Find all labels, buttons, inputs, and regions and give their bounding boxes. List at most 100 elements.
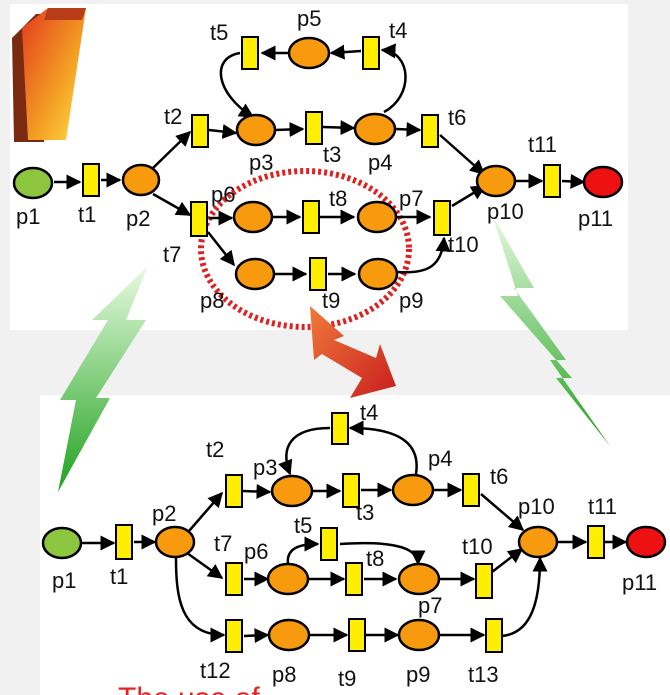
top-place-p3 xyxy=(235,113,277,147)
bottom-transition-t7 xyxy=(225,562,243,596)
bottom-place-p3 xyxy=(270,474,314,508)
bottom-place-p6 xyxy=(266,562,310,596)
bottom-transition-t2 xyxy=(225,474,243,508)
bottom-transition-t8 xyxy=(345,562,363,596)
bottom-transitions xyxy=(115,412,605,653)
top-transition-t2 xyxy=(191,114,209,148)
top-place-p10 xyxy=(475,164,517,198)
green-arrow-right xyxy=(492,214,610,446)
bottom-transition-t6 xyxy=(462,473,480,507)
bottom-labels: p1 t1 p2 t2 p3 t4 p4 t6 t3 p10 t11 p11 t… xyxy=(52,400,657,691)
top-place-p4 xyxy=(353,112,397,146)
bottom-place-p9 xyxy=(397,618,441,652)
top-transition-t10 xyxy=(433,200,451,236)
bottom-place-p10 xyxy=(517,525,559,559)
bottom-label-p1: p1 xyxy=(52,568,76,593)
bottom-label-t7: t7 xyxy=(214,531,232,556)
bottom-label-t6: t6 xyxy=(490,464,508,489)
bottom-transition-t3 xyxy=(342,473,360,508)
bottom-label-t2: t2 xyxy=(206,437,224,462)
top-transition-t3 xyxy=(305,111,323,145)
bottom-label-t11: t11 xyxy=(588,494,617,519)
top-transition-t8 xyxy=(302,200,320,234)
bottom-label-t10: t10 xyxy=(462,534,493,559)
top-transitions xyxy=(82,36,561,291)
top-label-p1: p1 xyxy=(16,204,40,229)
top-transition-t6 xyxy=(421,114,439,148)
bottom-label-p9: p9 xyxy=(406,662,430,687)
top-label-t4: t4 xyxy=(389,18,407,43)
top-transition-t11 xyxy=(543,164,561,198)
green-arrow-left xyxy=(58,266,148,492)
bottom-place-p1 xyxy=(41,526,83,560)
bottom-place-p11 xyxy=(625,525,667,559)
bottom-transition-t11 xyxy=(587,525,605,559)
caption-text: The use of xyxy=(118,682,260,695)
top-transition-t9 xyxy=(309,257,327,291)
top-label-t1: t1 xyxy=(78,202,96,227)
bottom-transition-t4 xyxy=(331,412,349,445)
bottom-label-p6: p6 xyxy=(244,539,268,564)
bottom-label-t8: t8 xyxy=(366,546,384,571)
top-place-p5 xyxy=(287,36,331,70)
top-label-p4: p4 xyxy=(368,150,392,175)
bottom-label-p3: p3 xyxy=(253,455,277,480)
bottom-label-p2: p2 xyxy=(152,501,176,526)
top-label-t9: t9 xyxy=(322,288,340,313)
top-transition-t4 xyxy=(362,36,380,70)
top-place-p8 xyxy=(234,257,276,291)
top-transition-t1 xyxy=(82,163,100,197)
bottom-transition-t13 xyxy=(485,618,503,653)
top-label-t10: t10 xyxy=(448,232,479,257)
top-label-p10: p10 xyxy=(487,199,524,224)
bottom-transition-t9 xyxy=(348,618,366,652)
bottom-label-p8: p8 xyxy=(272,662,296,687)
top-label-p8: p8 xyxy=(200,288,224,313)
bottom-place-p4 xyxy=(391,473,435,507)
top-place-p7 xyxy=(356,200,398,234)
top-label-t2: t2 xyxy=(164,104,182,129)
top-arcs xyxy=(54,43,586,282)
top-transition-t7 xyxy=(190,201,208,237)
highlight-ring xyxy=(198,168,412,330)
bottom-label-t13: t13 xyxy=(468,662,499,687)
bottom-label-t3: t3 xyxy=(356,500,374,525)
top-label-p2: p2 xyxy=(126,206,150,231)
top-place-p11 xyxy=(582,165,624,199)
bottom-label-t12: t12 xyxy=(200,658,231,683)
bottom-transition-t10 xyxy=(475,563,493,599)
top-label-p11: p11 xyxy=(578,206,613,231)
bottom-transition-t5 xyxy=(320,527,338,561)
bottom-transition-t12 xyxy=(225,619,243,653)
bottom-arcs xyxy=(81,420,628,644)
bottom-place-p7 xyxy=(397,562,441,596)
bottom-label-p10: p10 xyxy=(518,494,555,519)
top-label-t3: t3 xyxy=(323,142,341,167)
top-place-p9 xyxy=(357,257,399,291)
bottom-transition-t1 xyxy=(115,524,133,560)
bottom-label-p7: p7 xyxy=(418,593,442,618)
bottom-label-t9: t9 xyxy=(338,666,356,691)
top-label-p6: p6 xyxy=(211,182,235,207)
bottom-place-p8 xyxy=(267,618,311,652)
top-label-t7: t7 xyxy=(163,242,181,267)
number-one-badge xyxy=(12,8,86,142)
top-places xyxy=(12,36,624,291)
bottom-place-p2 xyxy=(154,525,196,559)
bottom-label-p11: p11 xyxy=(622,570,657,595)
top-place-p2 xyxy=(121,163,161,197)
top-label-t11: t11 xyxy=(528,132,557,157)
top-label-p5: p5 xyxy=(297,6,321,31)
red-arrow-middle xyxy=(310,306,396,398)
bottom-label-t1: t1 xyxy=(110,564,128,589)
bottom-label-p4: p4 xyxy=(428,446,452,471)
top-label-p7: p7 xyxy=(399,186,423,211)
top-transition-t5 xyxy=(241,36,259,70)
bottom-label-t4: t4 xyxy=(360,400,378,425)
top-place-p1 xyxy=(12,166,54,200)
top-labels: p1 t1 p2 t2 p3 t3 p4 t4 p5 t5 t6 p6 t8 p… xyxy=(16,6,613,313)
bottom-label-t5: t5 xyxy=(294,513,312,538)
top-label-t6: t6 xyxy=(448,105,466,130)
top-label-t5: t5 xyxy=(210,20,228,45)
